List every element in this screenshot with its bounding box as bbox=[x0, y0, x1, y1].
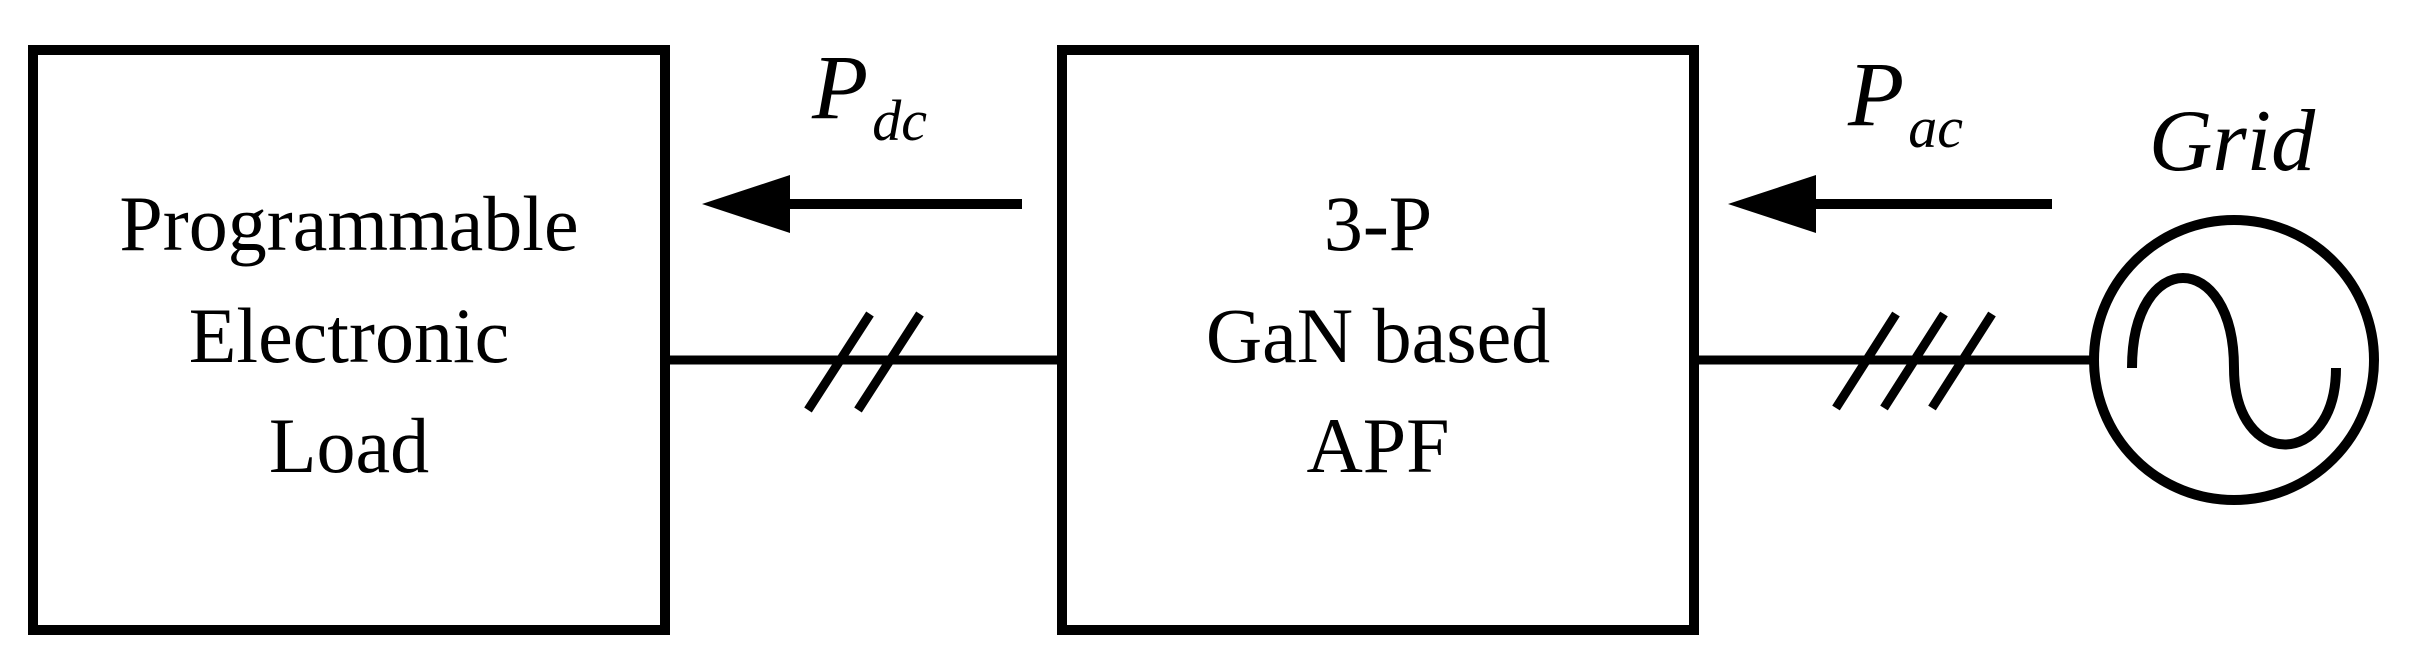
ac-link-hatch-1 bbox=[1832, 311, 1900, 411]
pdc-arrowhead-icon bbox=[702, 175, 790, 233]
load-block-line-2: Electronic bbox=[189, 292, 510, 379]
pac-arrow bbox=[1728, 175, 2052, 233]
grid-source bbox=[2089, 215, 2379, 505]
load-block-line-1: Programmable bbox=[119, 180, 578, 267]
apf-block-line-2: GaN based bbox=[1206, 292, 1550, 379]
apf-block: 3-P GaN based APF bbox=[1057, 45, 1699, 635]
ac-link bbox=[1694, 311, 2094, 411]
dc-link-hatch-2 bbox=[854, 311, 924, 413]
pdc-label-main: P bbox=[811, 36, 868, 138]
pac-label-sub: ac bbox=[1908, 95, 1963, 160]
ac-link-hatch-2 bbox=[1880, 311, 1948, 411]
ac-link-hatch-3 bbox=[1928, 311, 1996, 411]
load-block: Programmable Electronic Load bbox=[28, 45, 670, 635]
pac-label: Pac bbox=[1847, 43, 1963, 160]
apf-block-line-3: APF bbox=[1306, 402, 1449, 489]
pac-arrowhead-icon bbox=[1728, 175, 1816, 233]
pdc-arrow bbox=[702, 175, 1022, 233]
dc-link-hatch-1 bbox=[804, 311, 874, 413]
grid-label: Grid bbox=[2149, 93, 2316, 190]
dc-link bbox=[665, 311, 1062, 413]
pac-label-main: P bbox=[1847, 43, 1904, 145]
ac-source-sine-icon bbox=[2089, 215, 2379, 505]
apf-block-line-1: 3-P bbox=[1324, 180, 1432, 267]
apf-block-border bbox=[1057, 45, 1699, 635]
sine-wave-icon bbox=[2127, 273, 2341, 450]
load-block-line-3: Load bbox=[269, 402, 429, 489]
load-block-border bbox=[28, 45, 670, 635]
pdc-label: Pdc bbox=[811, 36, 927, 153]
pdc-label-sub: dc bbox=[872, 88, 927, 153]
